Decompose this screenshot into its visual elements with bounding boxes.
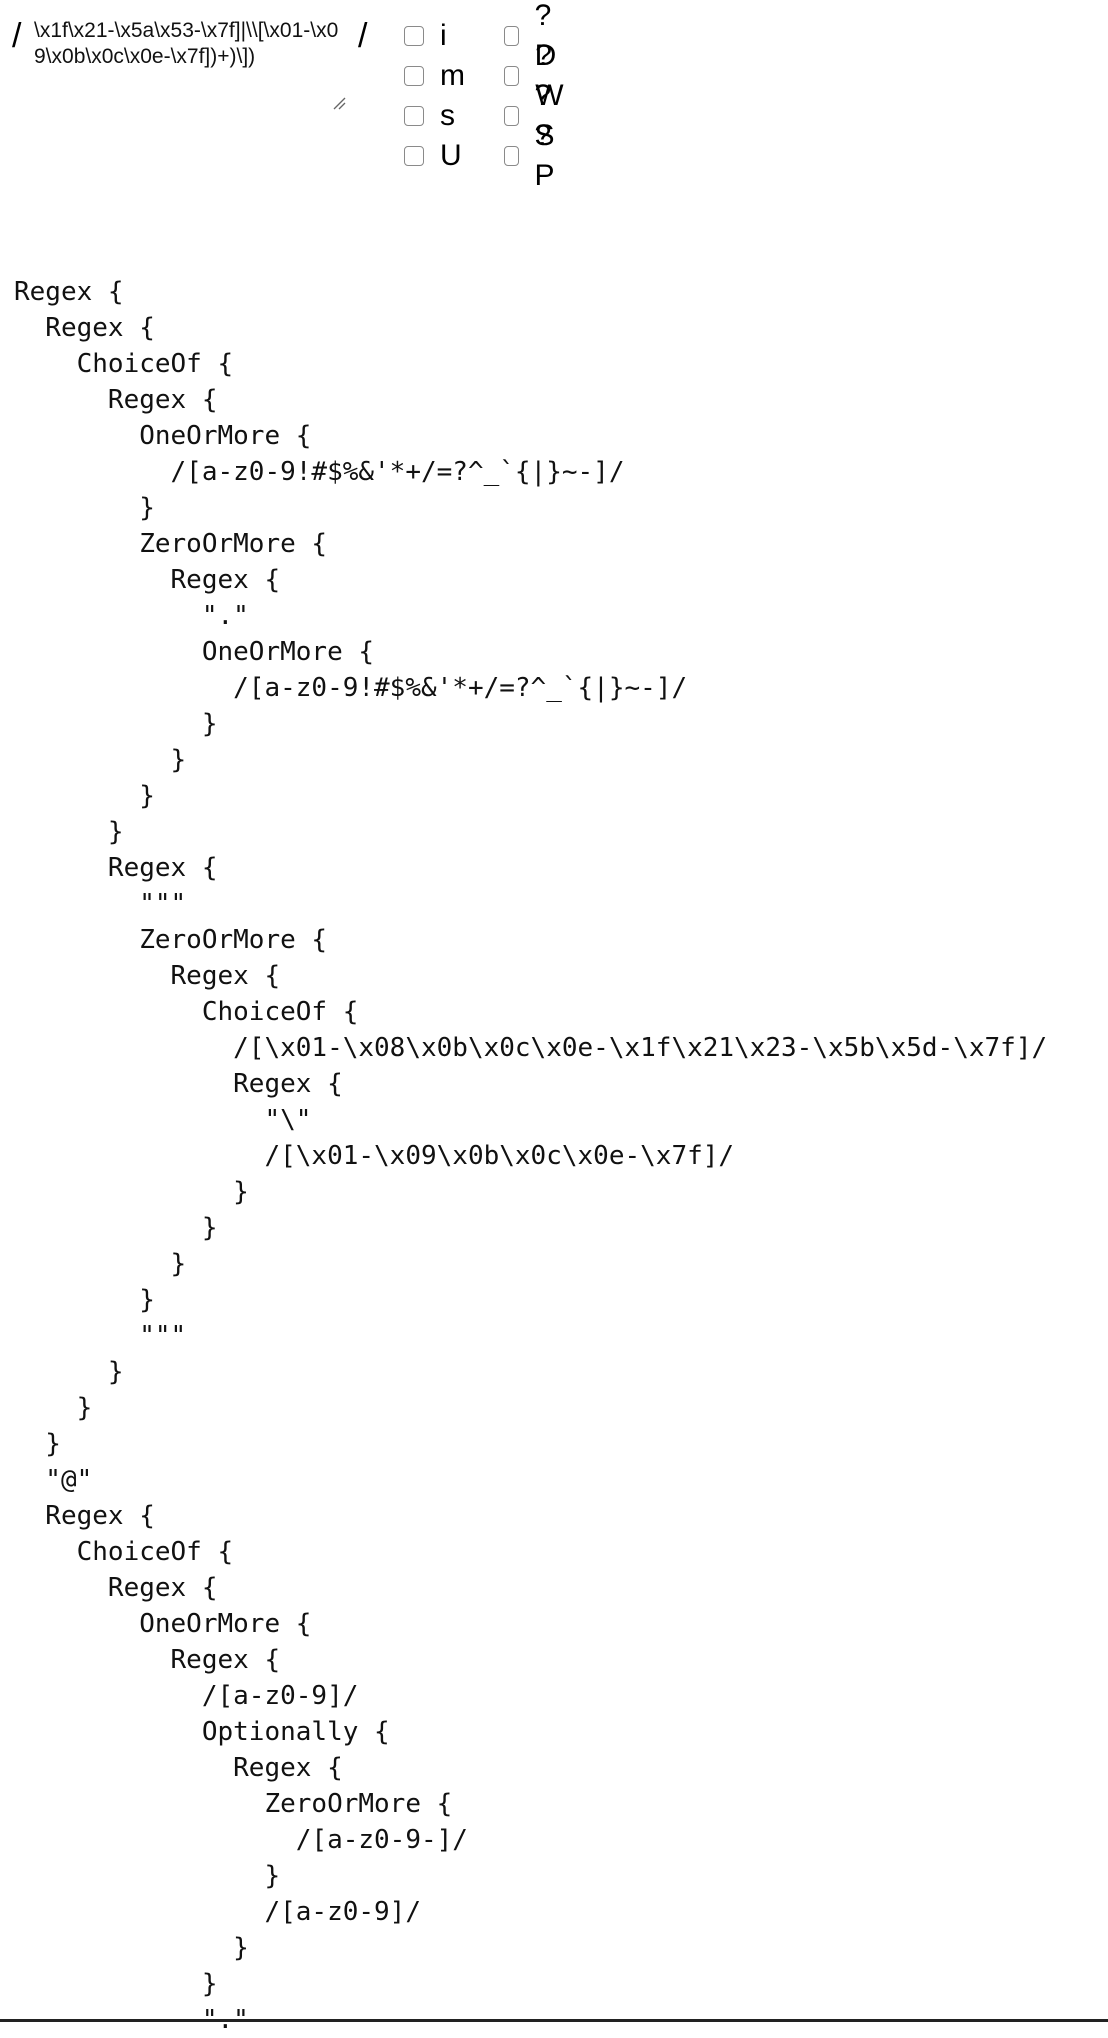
tree-line: } <box>14 1933 249 1963</box>
flag-U-checkbox[interactable] <box>404 146 424 166</box>
tree-line: Regex { <box>14 1501 155 1531</box>
tree-line: } <box>14 745 187 775</box>
tree-line: /[a-z0-9!#$%&'*+/=?^_`{|}~-]/ <box>14 457 625 487</box>
flag-m[interactable]: m <box>404 56 465 96</box>
regex-close-delimiter: / <box>358 17 368 55</box>
tree-line: /[a-z0-9]/ <box>14 1681 359 1711</box>
tree-line: } <box>14 1213 218 1243</box>
tree-line: } <box>14 1429 61 1459</box>
flag-W-label: ?W <box>535 39 564 112</box>
tree-line: """ <box>14 889 187 919</box>
tree-line: } <box>14 1285 155 1315</box>
flag-s-checkbox[interactable] <box>404 106 424 126</box>
flag-W-checkbox[interactable] <box>504 66 520 86</box>
tree-line: } <box>14 1861 281 1891</box>
flag-U-label: U <box>440 139 462 172</box>
tree-line: } <box>14 1249 187 1279</box>
regex-builder-tree: Regex { Regex { ChoiceOf { Regex { OneOr… <box>14 274 1047 2038</box>
tree-line: Regex { <box>14 1573 218 1603</box>
tree-line: /[\x01-\x09\x0b\x0c\x0e-\x7f]/ <box>14 1141 735 1171</box>
tree-line: } <box>14 1177 249 1207</box>
tree-line: ChoiceOf { <box>14 997 359 1027</box>
tree-line: OneOrMore { <box>14 1609 312 1639</box>
flag-D[interactable]: ?D <box>504 0 562 72</box>
flag-i-label: i <box>440 19 447 52</box>
tree-line: } <box>14 709 218 739</box>
tree-line: """ <box>14 1321 187 1351</box>
tree-line: Optionally { <box>14 1717 390 1747</box>
flag-S[interactable]: ?S <box>504 79 560 152</box>
tree-line: } <box>14 1357 124 1387</box>
tree-line: Regex { <box>14 1645 281 1675</box>
tree-line: Regex { <box>14 565 281 595</box>
tree-line: "." <box>14 601 249 631</box>
tree-line: } <box>14 1393 93 1423</box>
tree-line: Regex { <box>14 313 155 343</box>
regex-open-delimiter: / <box>12 17 22 55</box>
flag-D-checkbox[interactable] <box>504 26 519 46</box>
flag-m-checkbox[interactable] <box>404 66 424 86</box>
resize-handle-icon[interactable] <box>332 96 346 110</box>
tree-line: /[a-z0-9]/ <box>14 1897 421 1927</box>
flag-W[interactable]: ?W <box>504 39 568 112</box>
tree-line: } <box>14 493 155 523</box>
flag-i-checkbox[interactable] <box>404 26 424 46</box>
flag-i[interactable]: i <box>404 16 447 56</box>
tree-line: } <box>14 817 124 847</box>
tree-line: /[a-z0-9!#$%&'*+/=?^_`{|}~-]/ <box>14 673 688 703</box>
tree-line: ZeroOrMore { <box>14 1789 453 1819</box>
regex-input[interactable] <box>34 18 346 110</box>
tree-line: ZeroOrMore { <box>14 529 328 559</box>
tree-line: "@" <box>14 1465 93 1495</box>
flag-P-label: ?P <box>534 119 555 192</box>
flag-P[interactable]: ?P <box>504 119 560 192</box>
tree-line: OneOrMore { <box>14 637 375 667</box>
bottom-divider <box>0 2019 1108 2022</box>
tree-line: ZeroOrMore { <box>14 925 328 955</box>
tree-line: OneOrMore { <box>14 421 312 451</box>
tree-line: /[\x01-\x08\x0b\x0c\x0e-\x1f\x21\x23-\x5… <box>14 1033 1048 1063</box>
flag-S-checkbox[interactable] <box>504 106 519 126</box>
tree-line: Regex { <box>14 961 281 991</box>
flag-D-label: ?D <box>534 0 557 72</box>
flag-s-label: s <box>440 99 455 132</box>
regex-editor-row: / / i m s U ?D ?W <box>0 0 1108 192</box>
tree-line: Regex { <box>14 385 218 415</box>
tree-line: ChoiceOf { <box>14 1537 234 1567</box>
tree-line: Regex { <box>14 1753 343 1783</box>
tree-line: Regex { <box>14 853 218 883</box>
flag-P-checkbox[interactable] <box>504 146 519 166</box>
tree-line: } <box>14 1969 218 1999</box>
tree-line: ChoiceOf { <box>14 349 234 379</box>
flag-U[interactable]: U <box>404 136 462 176</box>
tree-line: Regex { <box>14 277 124 307</box>
tree-line: /[a-z0-9-]/ <box>14 1825 468 1855</box>
flag-m-label: m <box>440 59 465 92</box>
tree-line: } <box>14 781 155 811</box>
tree-line: "\" <box>14 1105 312 1135</box>
flag-s[interactable]: s <box>404 96 455 136</box>
tree-line: Regex { <box>14 1069 343 1099</box>
flag-S-label: ?S <box>534 79 555 152</box>
